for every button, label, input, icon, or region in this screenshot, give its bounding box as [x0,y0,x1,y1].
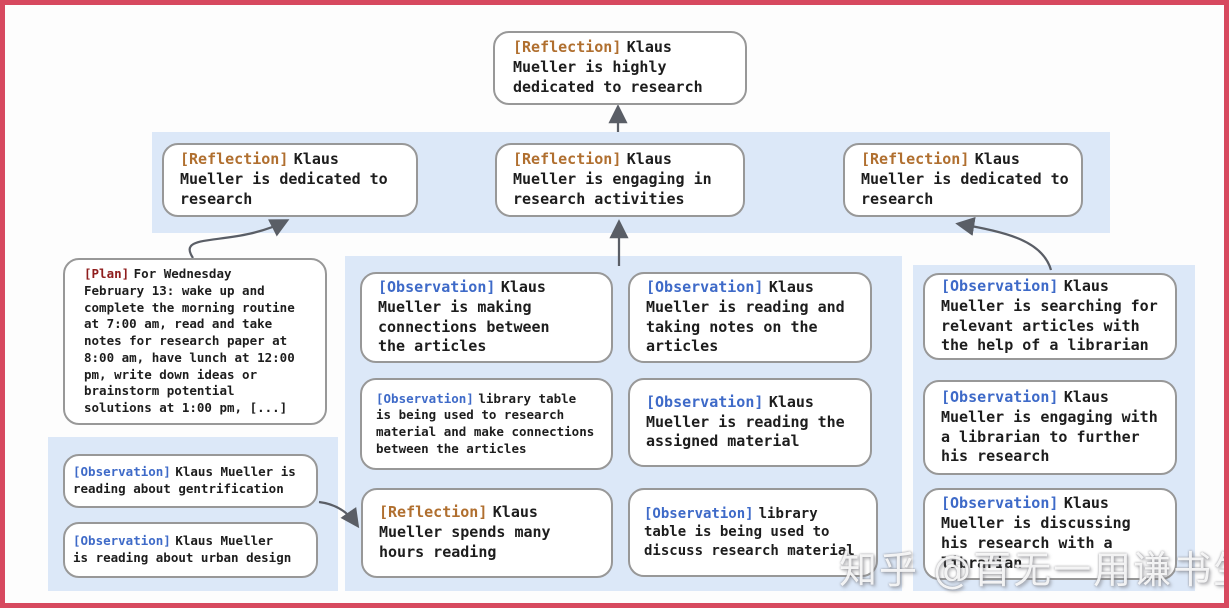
node-text: Klaus Mueller is reading and taking note… [646,277,845,356]
reflection-tag: [Reflection] [513,38,622,57]
node-text: Klaus Mueller is highly dedicated to res… [513,38,703,96]
observation-node-urban-design: [Observation]Klaus Mueller is reading ab… [63,522,318,578]
observation-node-taking-notes: [Observation]Klaus Mueller is reading an… [628,272,872,363]
node-text: Klaus Mueller is making connections betw… [378,277,550,356]
node-text: Klaus Mueller spends many hours reading [379,503,551,561]
observation-tag: [Observation] [646,392,764,411]
node-text: library table is being used to research … [376,390,595,456]
reflection-tag: [Reflection] [379,503,488,522]
observation-tag: [Observation] [376,390,474,406]
node-text: Klaus Mueller is reading the assigned ma… [646,392,845,451]
observation-node-gentrification: [Observation]Klaus Mueller is reading ab… [63,454,318,508]
reflection-tag: [Reflection] [861,150,970,169]
observation-node-searching-articles: [Observation]Klaus Mueller is searching … [923,273,1177,360]
reflection-node-hours-reading: [Reflection]Klaus Mueller spends many ho… [361,488,613,578]
observation-tag: [Observation] [941,276,1059,295]
reflection-node-root: [Reflection]Klaus Mueller is highly dedi… [493,31,747,105]
observation-tag: [Observation] [644,505,754,522]
observation-tag: [Observation] [378,277,496,296]
observation-tag: [Observation] [941,494,1059,513]
observation-node-discussing-research: [Observation]Klaus Mueller is discussing… [923,488,1177,580]
plan-node: [Plan]For Wednesday February 13: wake up… [63,258,327,425]
node-text: Klaus Mueller is searching for relevant … [941,276,1158,355]
reflection-tag: [Reflection] [513,150,622,169]
reflection-node-right: [Reflection]Klaus Mueller is dedicated t… [843,143,1083,217]
reflection-node-left: [Reflection]Klaus Mueller is dedicated t… [162,143,418,217]
observation-node-library-table-discuss: [Observation]library table is being used… [628,488,878,577]
node-text: Klaus Mueller is dedicated to research [861,150,1069,208]
observation-tag: [Observation] [941,387,1059,406]
observation-node-engaging-librarian: [Observation]Klaus Mueller is engaging w… [923,380,1177,475]
observation-tag: [Observation] [73,464,171,480]
node-text: Klaus Mueller is engaging with a librari… [941,387,1158,466]
plan-tag: [Plan] [84,266,130,282]
observation-node-library-table-research: [Observation]library table is being used… [360,378,613,470]
node-text: For Wednesday February 13: wake up and c… [84,266,295,416]
observation-node-making-connections: [Observation]Klaus Mueller is making con… [360,272,613,363]
zhihu-watermark: 知乎 @百无一用谦书生 [839,548,1229,592]
node-text: Klaus Mueller is reading about urban des… [73,533,292,565]
node-text: Klaus Mueller is discussing his research… [941,494,1131,572]
node-text: Klaus Mueller is reading about gentrific… [73,464,296,496]
observation-tag: [Observation] [646,277,764,296]
reflection-tag: [Reflection] [180,150,289,169]
node-text: Klaus Mueller is dedicated to research [180,150,388,208]
node-text: library table is being used to discuss r… [644,505,855,559]
node-text: Klaus Mueller is engaging in research ac… [513,150,712,208]
reflection-node-center: [Reflection]Klaus Mueller is engaging in… [495,143,745,217]
observation-node-assigned-material: [Observation]Klaus Mueller is reading th… [628,378,872,467]
observation-tag: [Observation] [73,533,171,549]
